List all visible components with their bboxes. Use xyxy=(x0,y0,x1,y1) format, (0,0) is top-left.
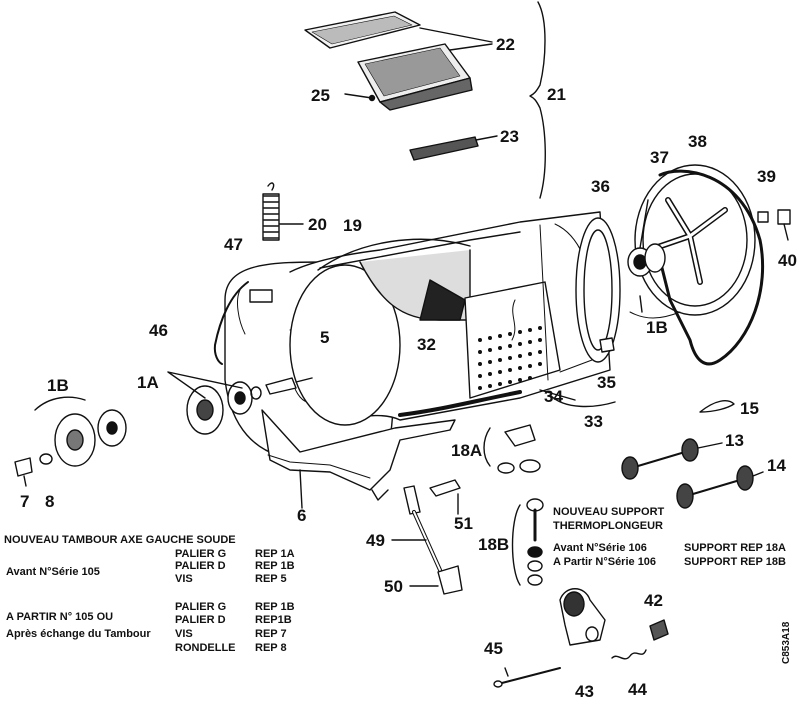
part-label-45: 45 xyxy=(484,639,503,658)
part-label-51: 51 xyxy=(454,514,473,533)
bearing-1B-left xyxy=(14,396,127,487)
part-label-1B-right: 1B xyxy=(646,318,668,337)
part-label-37: 37 xyxy=(650,148,669,167)
part-label-6: 6 xyxy=(297,506,307,525)
note-avant-serie: Avant N°Série 105 xyxy=(6,566,100,578)
part-label-15: 15 xyxy=(740,399,759,418)
part-label-25: 25 xyxy=(311,86,330,105)
part-label-18B: 18B xyxy=(478,535,510,554)
part-label-23: 23 xyxy=(500,127,519,146)
part-label-46: 46 xyxy=(149,321,168,340)
part-label-43: 43 xyxy=(575,682,594,701)
note-rep-1a: REP 1A xyxy=(255,548,295,560)
note-palier-d-2: PALIER D xyxy=(175,614,226,626)
part-label-20: 20 xyxy=(308,215,327,234)
tub-base-6 xyxy=(261,409,456,509)
note-a-partir: A PARTIR N° 105 OU xyxy=(6,611,114,623)
part-label-7: 7 xyxy=(20,492,30,511)
part-label-39: 39 xyxy=(757,167,776,186)
note-palier-g-1: PALIER G xyxy=(175,548,227,560)
support-rep-18b: SUPPORT REP 18B xyxy=(684,556,786,568)
pulley-37-belt-38 xyxy=(627,164,765,366)
part-label-47: 47 xyxy=(224,235,243,254)
part-label-8: 8 xyxy=(45,492,55,511)
part-label-49: 49 xyxy=(366,531,385,550)
part-label-1A: 1A xyxy=(137,373,159,392)
note-rep-8: REP 8 xyxy=(255,642,287,654)
part-label-36: 36 xyxy=(591,177,610,196)
top-cover-22 xyxy=(304,11,493,111)
part-label-42: 42 xyxy=(644,591,663,610)
note-rondelle: RONDELLE xyxy=(175,642,236,654)
support-avant: Avant N°Série 106 xyxy=(553,542,647,554)
part-label-14: 14 xyxy=(767,456,786,475)
part-label-35: 35 xyxy=(597,373,616,392)
part-label-18A: 18A xyxy=(451,441,483,460)
drum-19 xyxy=(289,211,621,426)
bearing-1A xyxy=(167,371,313,435)
note-vis-1: VIS xyxy=(175,573,193,585)
damper-49 xyxy=(391,485,463,595)
rod-14 xyxy=(676,465,764,509)
note-rep-5: REP 5 xyxy=(255,573,287,585)
support-rep-18a: SUPPORT REP 18A xyxy=(684,542,786,554)
spring-20 xyxy=(262,182,304,241)
note-palier-g-2: PALIER G xyxy=(175,601,227,613)
support-title-2: THERMOPLONGEUR xyxy=(553,520,663,532)
motor-bracket-43 xyxy=(559,588,606,646)
note-rep-1b-2: REP 1B xyxy=(255,601,295,613)
support-apartir: A Partir N°Série 106 xyxy=(553,556,657,568)
part-label-40: 40 xyxy=(778,251,797,270)
note-palier-d-1: PALIER D xyxy=(175,560,226,572)
rod-13 xyxy=(621,438,723,480)
note-apres-echange: Après échange du Tambour xyxy=(6,628,151,640)
part-label-22: 22 xyxy=(496,35,515,54)
support-title-1: NOUVEAU SUPPORT xyxy=(553,506,665,518)
part-label-5: 5 xyxy=(320,328,330,347)
part-label-1B-left: 1B xyxy=(47,376,69,395)
note-vis-2: VIS xyxy=(175,628,193,640)
note-rep-1b-1: REP 1B xyxy=(255,560,295,572)
part-label-34: 34 xyxy=(544,387,563,406)
note-title: NOUVEAU TAMBOUR AXE GAUCHE SOUDE xyxy=(4,534,236,546)
part-label-44: 44 xyxy=(628,680,647,699)
part-label-32: 32 xyxy=(417,335,436,354)
part-label-33: 33 xyxy=(584,412,603,431)
part-label-13: 13 xyxy=(725,431,744,450)
part-label-50: 50 xyxy=(384,577,403,596)
part-label-21: 21 xyxy=(547,85,566,104)
drawing-code: C853A18 xyxy=(781,621,792,664)
note-rep-1b-3: REP1B xyxy=(255,614,292,626)
note-rep-7: REP 7 xyxy=(255,628,287,640)
part-label-19: 19 xyxy=(343,216,362,235)
part-label-38: 38 xyxy=(688,132,707,151)
